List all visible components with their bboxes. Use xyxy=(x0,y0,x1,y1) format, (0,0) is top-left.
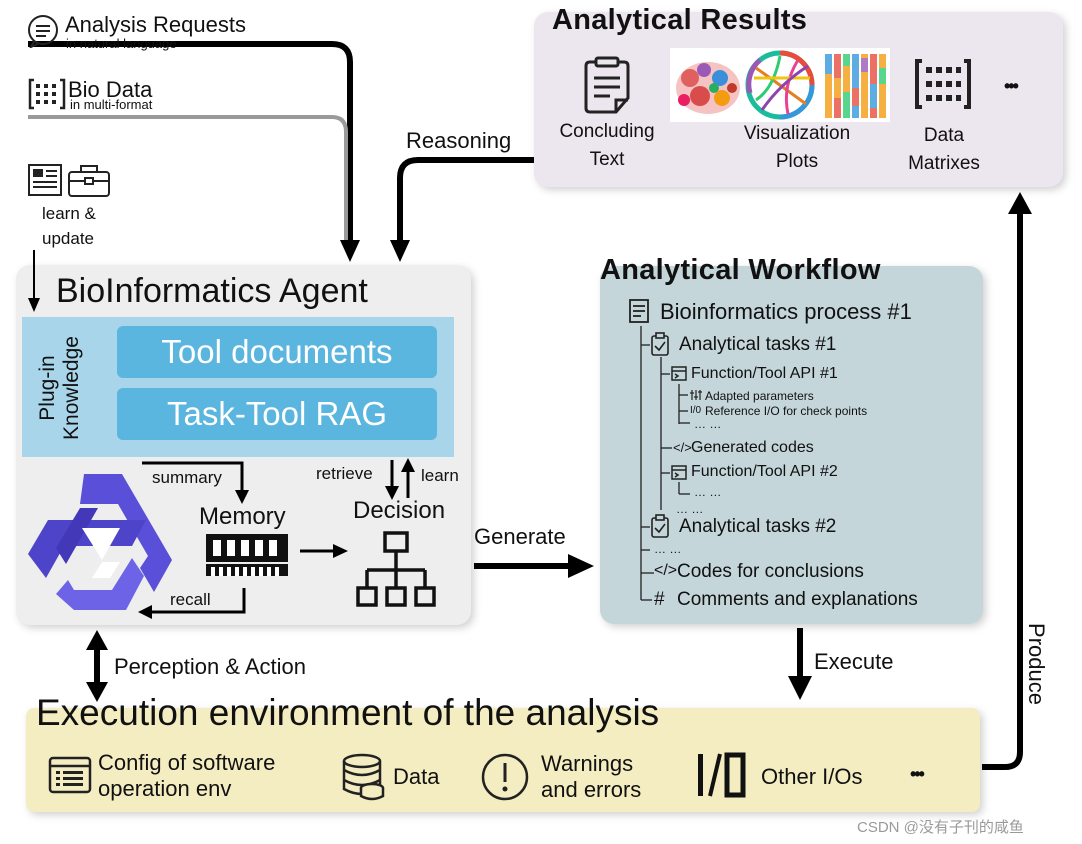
plugin-knowledge-line1: Plug-in xyxy=(36,355,59,421)
wf-api1: Function/Tool API #1 xyxy=(691,365,838,382)
data-matrixes-line1: Data xyxy=(923,125,965,146)
terminal-icon-2 xyxy=(671,465,687,480)
warnings-label: Warnings and errors xyxy=(541,751,641,803)
summary-label: summary xyxy=(152,468,222,487)
chat-bubble-icon xyxy=(28,15,58,48)
analysis-requests-subtitle: in natural language xyxy=(66,36,177,51)
plugin-knowledge-label: Plug-in Knowledge xyxy=(28,326,92,450)
wf-io-mark: I/0 xyxy=(690,405,702,416)
learn-label: learn xyxy=(421,466,459,485)
task-tool-rag-box: Task-Tool RAG xyxy=(117,388,437,440)
warnings-line1: Warnings xyxy=(541,751,634,776)
generate-label: Generate xyxy=(474,524,566,549)
concluding-text-line2: Text xyxy=(589,149,625,170)
recall-label: recall xyxy=(170,590,211,609)
execute-label: Execute xyxy=(814,649,894,674)
produce-label: Produce xyxy=(1024,623,1049,705)
requests-arrow xyxy=(28,41,353,248)
plugin-knowledge-line2: Knowledge xyxy=(60,336,83,440)
wf-dots-c: … … xyxy=(676,502,704,516)
retrieve-label: retrieve xyxy=(316,464,373,483)
io-icon xyxy=(698,752,746,798)
bio-data-subtitle: in multi-format xyxy=(70,97,153,112)
wf-comments: Comments and explanations xyxy=(677,589,918,610)
learn-update-label: learn & update xyxy=(42,201,96,251)
wf-task1: Analytical tasks #1 xyxy=(679,334,837,355)
newspaper-toolbox-icon xyxy=(28,164,110,197)
recall-arrow xyxy=(150,588,246,614)
perception-action-label: Perception & Action xyxy=(114,654,307,679)
document-icon xyxy=(584,56,630,114)
visualization-plots-line2: Plots xyxy=(775,151,819,172)
wf-code-mark-2: </> xyxy=(654,562,678,579)
learn-update-line1: learn & xyxy=(42,204,96,223)
data-matrixes-line2: Matrixes xyxy=(908,153,980,174)
produce-arrow xyxy=(982,212,1023,770)
wf-dots-b: … … xyxy=(694,485,722,499)
database-icon xyxy=(342,753,385,801)
wf-codes-conclusions: Codes for conclusions xyxy=(677,561,864,582)
bio-data-title: Bio Data xyxy=(68,77,153,102)
agent-title: BioInformatics Agent xyxy=(56,272,368,310)
environment-ellipsis: ••• xyxy=(910,764,925,784)
sliders-icon xyxy=(690,390,702,400)
matrix-icon xyxy=(915,59,971,109)
config-label: Config of software operation env xyxy=(98,750,275,802)
summary-arrow xyxy=(142,461,244,492)
concluding-text-label: Concluding Text xyxy=(548,118,666,174)
workflow-title: Analytical Workflow xyxy=(600,254,881,286)
umap-plot-thumbnail xyxy=(676,62,740,114)
warning-icon xyxy=(481,753,529,801)
wf-process: Bioinformatics process #1 xyxy=(660,299,912,324)
wf-api2: Function/Tool API #2 xyxy=(691,463,838,480)
memory-chip-icon xyxy=(206,534,288,576)
data-env-label: Data xyxy=(393,764,440,789)
wf-code-mark-1: </> xyxy=(673,440,692,455)
wf-task2: Analytical tasks #2 xyxy=(679,516,837,537)
warnings-line2: and errors xyxy=(541,777,642,802)
clipboard-icon-2 xyxy=(651,514,669,538)
config-line2: operation env xyxy=(98,776,232,801)
clipboard-icon-1 xyxy=(651,332,669,356)
wf-generated-codes: Generated codes xyxy=(691,439,814,456)
results-ellipsis: ••• xyxy=(1004,76,1019,96)
other-io-label: Other I/Os xyxy=(761,764,863,789)
wf-hash-mark: # xyxy=(654,589,665,610)
memory-label: Memory xyxy=(199,503,286,530)
tool-documents-box: Tool documents xyxy=(117,326,437,378)
config-line1: Config of software xyxy=(98,750,276,775)
terminal-icon-1 xyxy=(671,366,687,381)
analysis-requests-title: Analysis Requests xyxy=(65,12,246,37)
watermark: CSDN @没有子刊的咸鱼 xyxy=(857,819,1024,836)
learn-update-line2: update xyxy=(42,229,94,248)
visualization-plots-label: Visualization Plots xyxy=(730,120,864,176)
reasoning-arrow xyxy=(397,157,534,248)
workflow-panel xyxy=(600,266,983,624)
visualization-plots-thumbnail xyxy=(670,48,890,122)
process-icon xyxy=(629,299,649,323)
agent-logo-icon xyxy=(28,474,172,610)
results-title: Analytical Results xyxy=(552,4,808,36)
wf-reference-io: Reference I/O for check points xyxy=(705,404,868,418)
config-window-icon xyxy=(48,756,92,794)
environment-panel xyxy=(26,708,980,812)
concluding-text-line1: Concluding xyxy=(559,121,655,142)
biodata-line xyxy=(28,115,348,240)
stacked-bar-thumbnail xyxy=(825,54,886,118)
workflow-tree-lines xyxy=(629,299,702,601)
wf-adapted-params: Adapted parameters xyxy=(705,389,814,403)
chord-plot-thumbnail xyxy=(745,50,815,120)
decision-label: Decision xyxy=(353,497,446,524)
decision-tree-icon xyxy=(356,531,436,607)
environment-title: Execution environment of the analysis xyxy=(36,692,660,733)
wf-dots-a: … … xyxy=(694,417,722,431)
matrix-small-icon xyxy=(28,78,66,110)
wf-dots-d: … … xyxy=(654,542,682,556)
reasoning-label: Reasoning xyxy=(406,128,512,153)
data-matrixes-label: Data Matrixes xyxy=(894,122,994,178)
visualization-plots-line1: Visualization xyxy=(743,123,851,144)
